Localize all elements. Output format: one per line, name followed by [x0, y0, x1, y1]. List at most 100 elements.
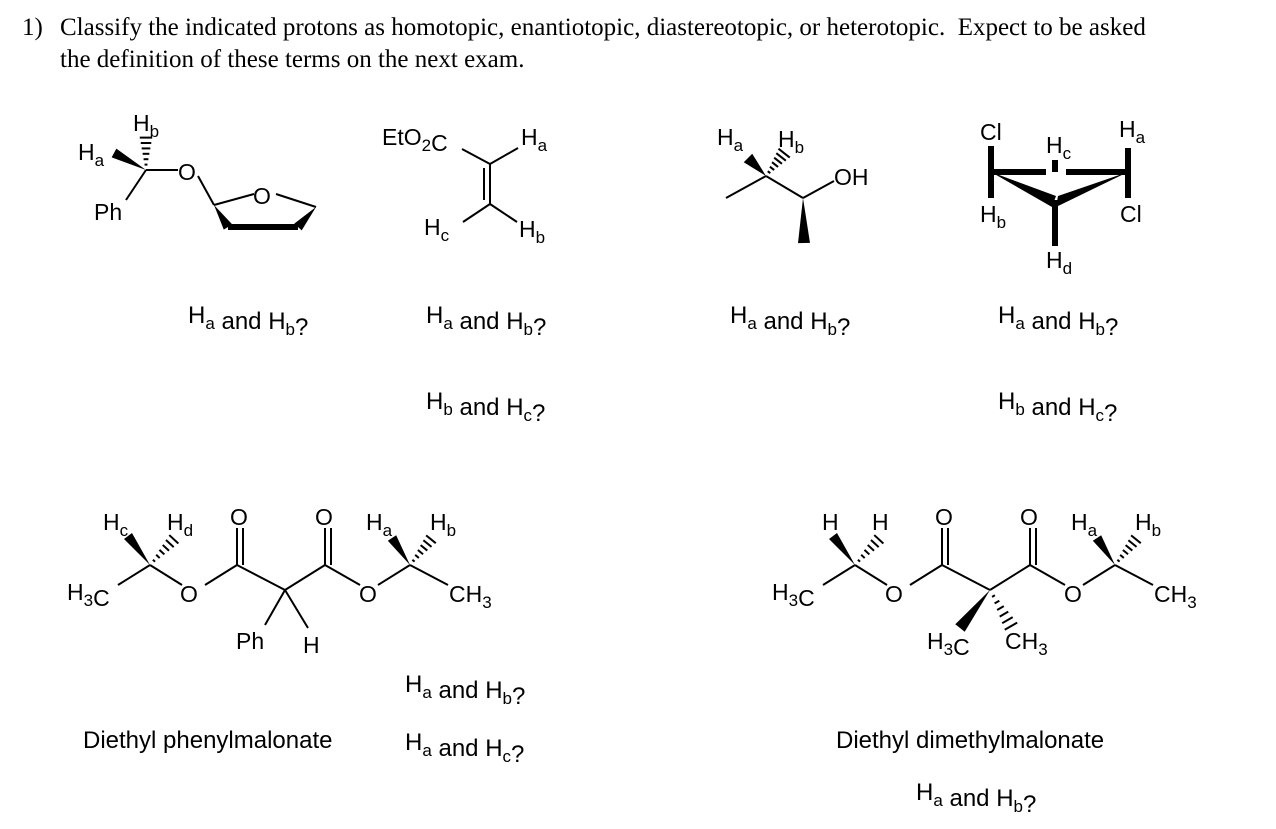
atom-label-hb: Hb	[1135, 509, 1161, 540]
bond	[909, 564, 943, 586]
atom-label-ha: Ha	[1071, 509, 1098, 540]
bond	[213, 193, 255, 206]
bond	[1082, 564, 1116, 586]
hashed-bond-segment	[1119, 554, 1125, 559]
atom-label-carbonyl-o1: O	[935, 504, 953, 530]
hashed-bond-segment	[422, 539, 433, 548]
hashed-bond-segment	[425, 534, 437, 544]
bonds	[111, 136, 1154, 632]
wedge-bond	[991, 172, 1056, 207]
atom-label-ha: Ha	[366, 509, 393, 540]
atom-label-ester: EtO2C	[382, 124, 448, 156]
prompt-m6-ha-hb: Ha and Hb?	[916, 779, 1036, 818]
hashed-bond-segment	[414, 554, 420, 559]
atom-label-hc: Hc	[424, 214, 450, 245]
wedge-bond	[743, 153, 766, 176]
prompt-m5-ha-hc: Ha and Hc?	[405, 729, 524, 768]
hashed-bond-segment	[1001, 616, 1014, 625]
bond	[1029, 564, 1066, 586]
hashed-bond-segment	[773, 156, 783, 165]
prompt-m5-ha-hb: Ha and Hb?	[405, 671, 525, 710]
bond	[941, 564, 991, 591]
bond	[264, 589, 286, 626]
question-number: 1)	[22, 14, 43, 41]
atom-label-h3c: H3C	[67, 579, 110, 611]
bond	[1114, 564, 1154, 586]
bond	[822, 564, 856, 586]
wedge-bond	[214, 205, 233, 230]
bond	[149, 564, 183, 586]
hashed-bond-segment	[867, 544, 875, 552]
atom-label-ph: Ph	[236, 628, 264, 654]
atom-label-hb: Hb	[980, 201, 1006, 232]
hashed-bond-segment	[1122, 549, 1129, 556]
atom-label-h1: H	[822, 509, 839, 535]
bond	[489, 147, 519, 165]
bond	[377, 564, 411, 586]
hashed-bond-segment	[168, 534, 180, 545]
bond	[725, 175, 767, 199]
hashed-bond-segment	[860, 554, 866, 559]
wedge-bond	[955, 590, 990, 632]
compound-name: Diethyl dimethylmalonate	[836, 727, 1104, 754]
hashed-bond-segment	[767, 170, 771, 174]
atom-label-cl-top: Cl	[980, 119, 1002, 145]
atom-label-carbonyl-o1: O	[230, 504, 248, 530]
atom-label-ha: Ha	[521, 124, 548, 155]
hashed-bond-segment	[873, 534, 885, 545]
hashed-bond-segment	[152, 558, 156, 563]
bond	[324, 564, 361, 586]
hashed-bond-segment	[777, 147, 791, 159]
atom-label-ester-o1: O	[885, 581, 903, 607]
prompt-m2-ha-hb: Ha and Hb?	[426, 302, 546, 341]
atom-label-h: H	[303, 632, 320, 658]
hashed-bond-segment	[155, 554, 161, 559]
hashed-bond-segment	[1124, 544, 1133, 552]
atom-label-ch3: CH3	[1154, 581, 1197, 612]
prompt-m3-ha-hb: Ha and Hb?	[730, 302, 850, 341]
atom-label-ester-o2: O	[1064, 581, 1082, 607]
hashed-bond-segment	[1130, 534, 1142, 544]
bond	[117, 564, 151, 586]
prompt-m2-hb-hc: Hb and Hc?	[426, 388, 545, 427]
atom-label-o: O	[178, 159, 196, 185]
hashed-bond-segment	[1004, 621, 1018, 631]
prompt-m4-ha-hb: Ha and Hb?	[998, 302, 1118, 341]
hashed-bond-segment	[870, 539, 880, 548]
wedge-bond	[111, 148, 146, 170]
hashed-bond-segment	[769, 165, 775, 171]
bond	[802, 180, 835, 199]
wedge-bond	[1092, 535, 1115, 565]
atom-label-hb: Hb	[133, 110, 159, 141]
question-text-line2: the definition of these terms on the nex…	[60, 46, 525, 73]
hashed-bond-segment	[999, 610, 1009, 618]
compound-name: Diethyl phenylmalonate	[83, 727, 332, 754]
atom-label-hb: Hb	[778, 126, 804, 157]
prompt-m4-hb-hc: Hb and Hc?	[998, 388, 1117, 427]
hashed-bond-segment	[857, 558, 861, 563]
bond	[989, 564, 1031, 591]
hashed-bond-segment	[1116, 559, 1121, 563]
molecule-diethyl-phenylmalonate: Hc Hd O O Ha Hb H3C O O CH3 Ph H Diethyl…	[67, 504, 525, 768]
bond	[125, 169, 147, 201]
atom-label-ha: Ha	[78, 139, 105, 170]
hashed-bond-segment	[165, 539, 175, 548]
atom-label-hc: Hc	[1046, 132, 1072, 163]
hashed-bond-segment	[775, 152, 787, 162]
atom-label-carbonyl-o2: O	[1020, 504, 1038, 530]
bond	[204, 564, 238, 586]
atom-label-h3c: H3C	[772, 579, 815, 611]
atom-label-ha: Ha	[1119, 116, 1146, 147]
wedge-bond	[124, 532, 150, 565]
molecule-ethyl-acrylate: EtO2C Ha Hc Hb	[382, 124, 548, 247]
wedge-bond	[1056, 172, 1128, 207]
atom-label-ester-o2: O	[359, 581, 377, 607]
atom-label-ring-o: O	[253, 183, 271, 209]
atom-label-carbonyl-o2: O	[315, 504, 333, 530]
bond	[275, 193, 317, 208]
atom-label-ch3: CH3	[449, 581, 492, 612]
atom-label-methyl-1: H3C	[927, 628, 970, 660]
hashed-bond-segment	[419, 544, 428, 552]
wedge-bond	[798, 198, 810, 244]
wedge-bond	[294, 207, 316, 231]
